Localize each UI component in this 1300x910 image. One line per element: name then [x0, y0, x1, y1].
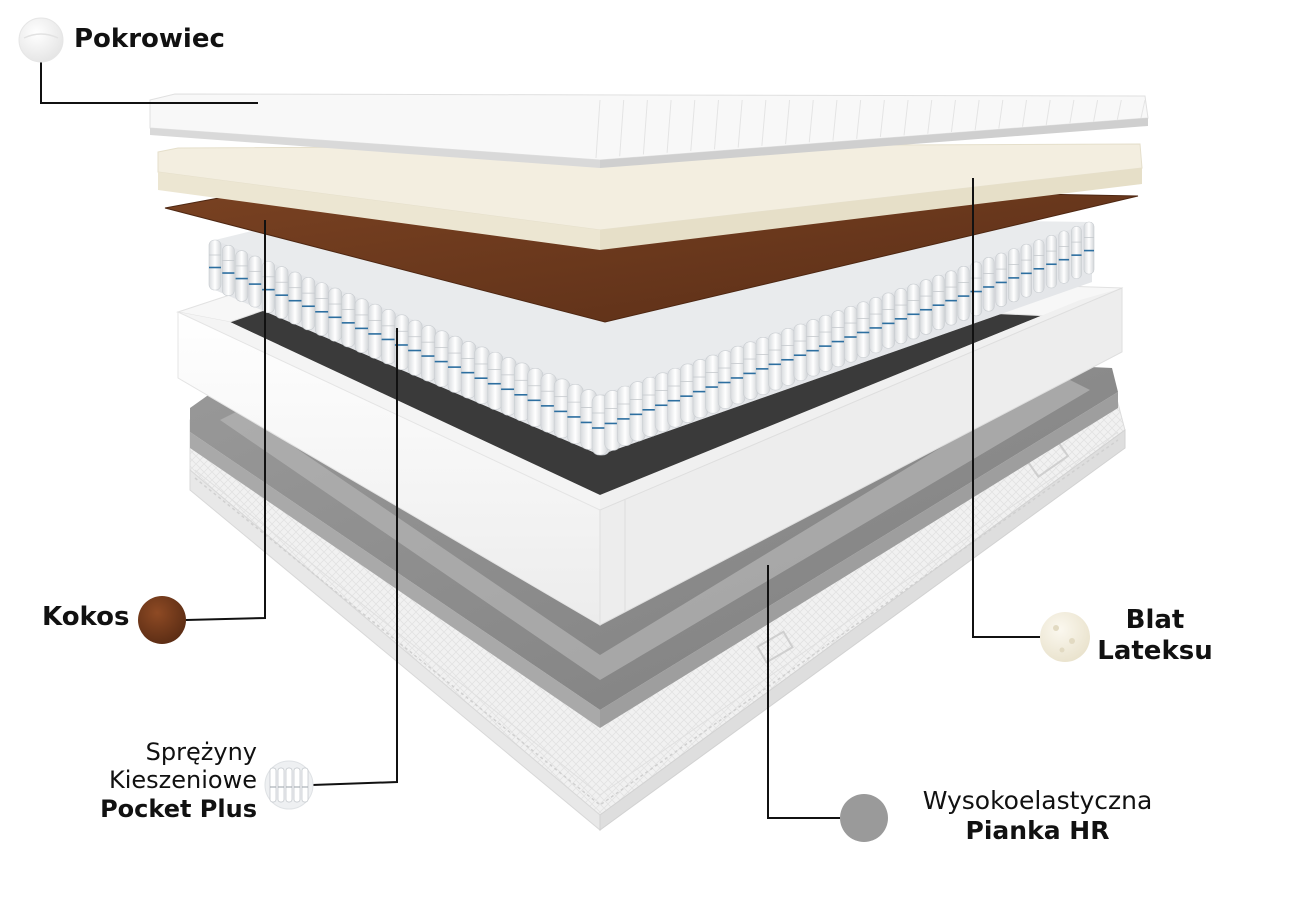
leader-springs [311, 328, 398, 786]
label-hr-foam: Wysokoelastyczna Pianka HR [895, 786, 1180, 845]
label-springs: Sprężyny Kieszeniowe Pocket Plus [72, 738, 257, 823]
label-latex: Blat Lateksu [1090, 605, 1220, 666]
leader-cover [40, 62, 258, 104]
leader-coconut [185, 220, 266, 621]
springs-swatch [264, 760, 314, 810]
swatches [18, 17, 1090, 842]
label-springs-line3: Pocket Plus [100, 794, 257, 823]
label-latex-line2: Lateksu [1097, 635, 1213, 666]
label-cover: Pokrowiec [74, 24, 225, 54]
label-coconut: Kokos [42, 602, 130, 632]
leader-hr-foam [767, 565, 840, 819]
label-latex-line1: Blat [1125, 605, 1185, 635]
label-hr-foam-line1: Wysokoelastyczna [922, 786, 1153, 815]
label-springs-line1: Sprężyny [145, 738, 257, 766]
hr-foam-swatch [840, 794, 888, 842]
latex-layer [157, 143, 1143, 250]
cover-layer [149, 93, 1149, 168]
cover-swatch [18, 17, 64, 63]
cover-quilting [595, 99, 1146, 159]
latex-swatch [1040, 612, 1090, 662]
label-hr-foam-line2: Pianka HR [965, 815, 1110, 845]
leader-latex [972, 178, 1040, 638]
label-springs-line2: Kieszeniowe [109, 766, 257, 795]
leader-lines [40, 62, 1040, 819]
coconut-swatch [138, 596, 186, 644]
